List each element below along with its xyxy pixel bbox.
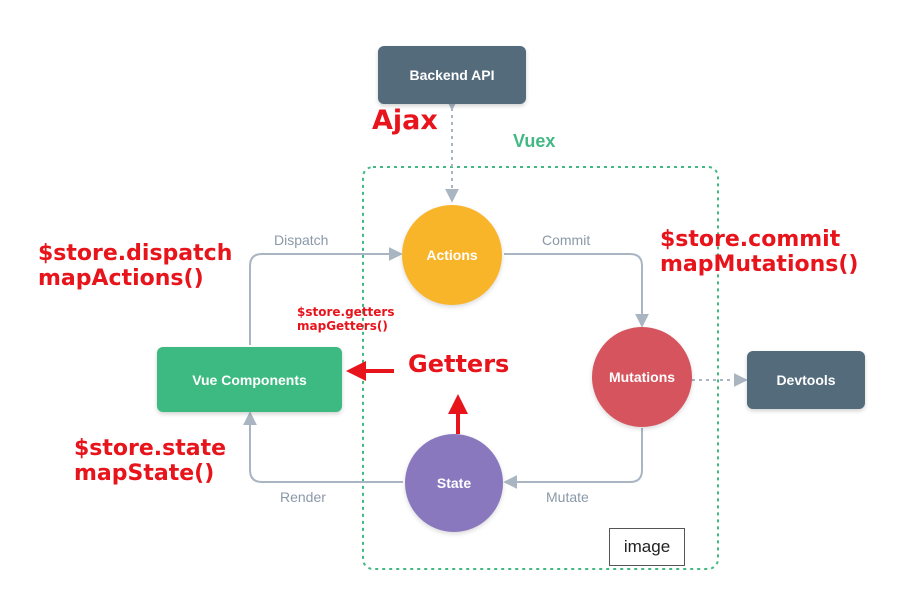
state-annotation-line1: $store.state (74, 436, 227, 461)
getters-api-line2: mapGetters() (297, 318, 388, 333)
image-caption: image (609, 528, 685, 566)
dispatch-flow-label: Dispatch (274, 232, 329, 248)
commit-annotation: $store.commit mapMutations() (660, 227, 859, 277)
ajax-annotation: Ajax (372, 105, 438, 136)
mutate-flow-label: Mutate (546, 489, 589, 505)
vue-components-node: Vue Components (157, 347, 342, 412)
commit-flow-label: Commit (542, 232, 591, 248)
getters-api-line1: $store.getters (297, 305, 395, 319)
state-annotation: $store.state mapState() (74, 436, 227, 486)
getters-api-annotation: $store.getters mapGetters() (297, 305, 395, 334)
dispatch-annotation-line1: $store.dispatch (38, 241, 233, 266)
backend-api-label: Backend API (409, 67, 495, 83)
devtools-node: Devtools (747, 351, 865, 409)
dispatch-arrow (249, 247, 403, 345)
commit-annotation-line1: $store.commit (660, 227, 841, 252)
backend-api-node: Backend API (378, 46, 526, 104)
actions-label: Actions (426, 247, 478, 263)
state-node: State (405, 434, 503, 532)
vue-components-label: Vue Components (192, 371, 307, 388)
mutations-node: Mutations (592, 327, 692, 427)
commit-annotation-line2: mapMutations() (660, 251, 859, 277)
render-flow-label: Render (280, 489, 326, 505)
devtools-label: Devtools (776, 372, 836, 388)
getters-annotation: Getters (408, 350, 510, 378)
vuex-label: Vuex (513, 131, 556, 151)
dispatch-annotation-line2: mapActions() (38, 265, 204, 291)
dispatch-annotation: $store.dispatch mapActions() (38, 241, 233, 291)
state-annotation-line2: mapState() (74, 460, 215, 486)
commit-arrow (504, 253, 649, 328)
mutate-arrow (503, 428, 643, 489)
actions-node: Actions (402, 205, 502, 305)
render-arrow (243, 411, 403, 483)
state-label: State (436, 475, 472, 491)
mutations-label: Mutations (608, 369, 676, 385)
